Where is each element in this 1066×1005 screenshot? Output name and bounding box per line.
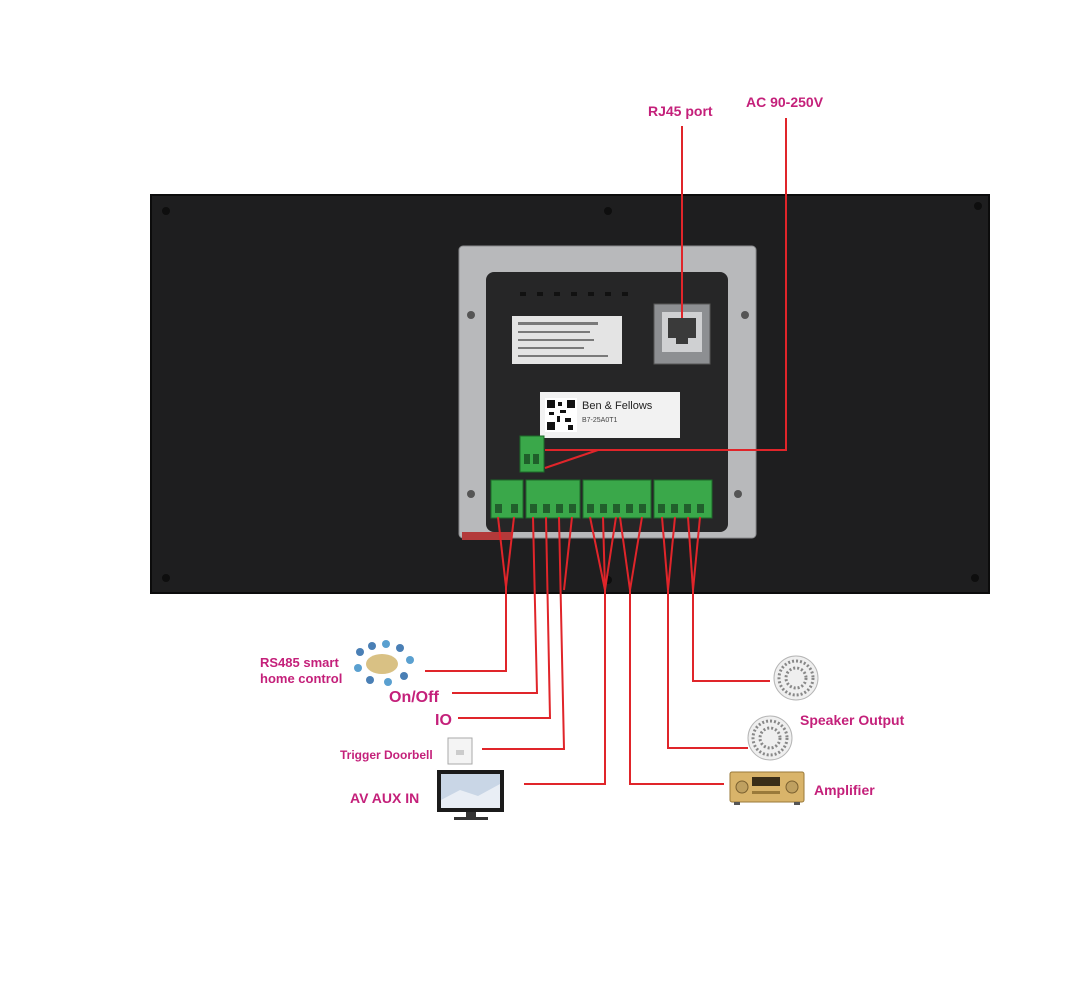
av-aux-in-label: AV AUX IN [350,790,419,806]
panel-screw [162,574,170,582]
speaker-output-label: Speaker Output [800,712,904,728]
amplifier-icon [730,772,804,805]
rj45-port-label: RJ45 port [648,103,713,119]
mount-screw [467,311,475,319]
mount-screw [734,490,742,498]
panel-screw [971,574,979,582]
sticker-model-text: B7-25A0T1 [582,417,617,424]
rs485-label-line2: home control [260,671,342,687]
qr-code [545,398,577,432]
red-tag [462,532,512,540]
smart-home-network-icon [354,640,414,686]
mount-screw [467,490,475,498]
io-label: IO [435,712,452,730]
panel-screw [162,207,170,215]
doorbell-label: Trigger Doorbell [340,748,433,762]
doorbell-switch-icon [448,738,472,764]
rs485-label-line1: RS485 smart [260,655,342,671]
power-terminal [520,436,544,472]
panel-screw [604,207,612,215]
mount-screw [741,311,749,319]
tv-monitor-icon [437,770,504,820]
amplifier-label: Amplifier [814,782,875,798]
ac-power-label: AC 90-250V [746,94,823,110]
panel-screw [974,202,982,210]
power-terminal-pin [524,454,530,464]
onoff-label: On/Off [389,689,439,707]
rs485-label: RS485 smart home control [260,655,342,687]
power-terminal-pin [533,454,539,464]
ceiling-speaker-icon [774,656,818,700]
ceiling-speaker-icon [748,716,792,760]
sticker-brand-text: Ben & Fellows [582,400,652,412]
